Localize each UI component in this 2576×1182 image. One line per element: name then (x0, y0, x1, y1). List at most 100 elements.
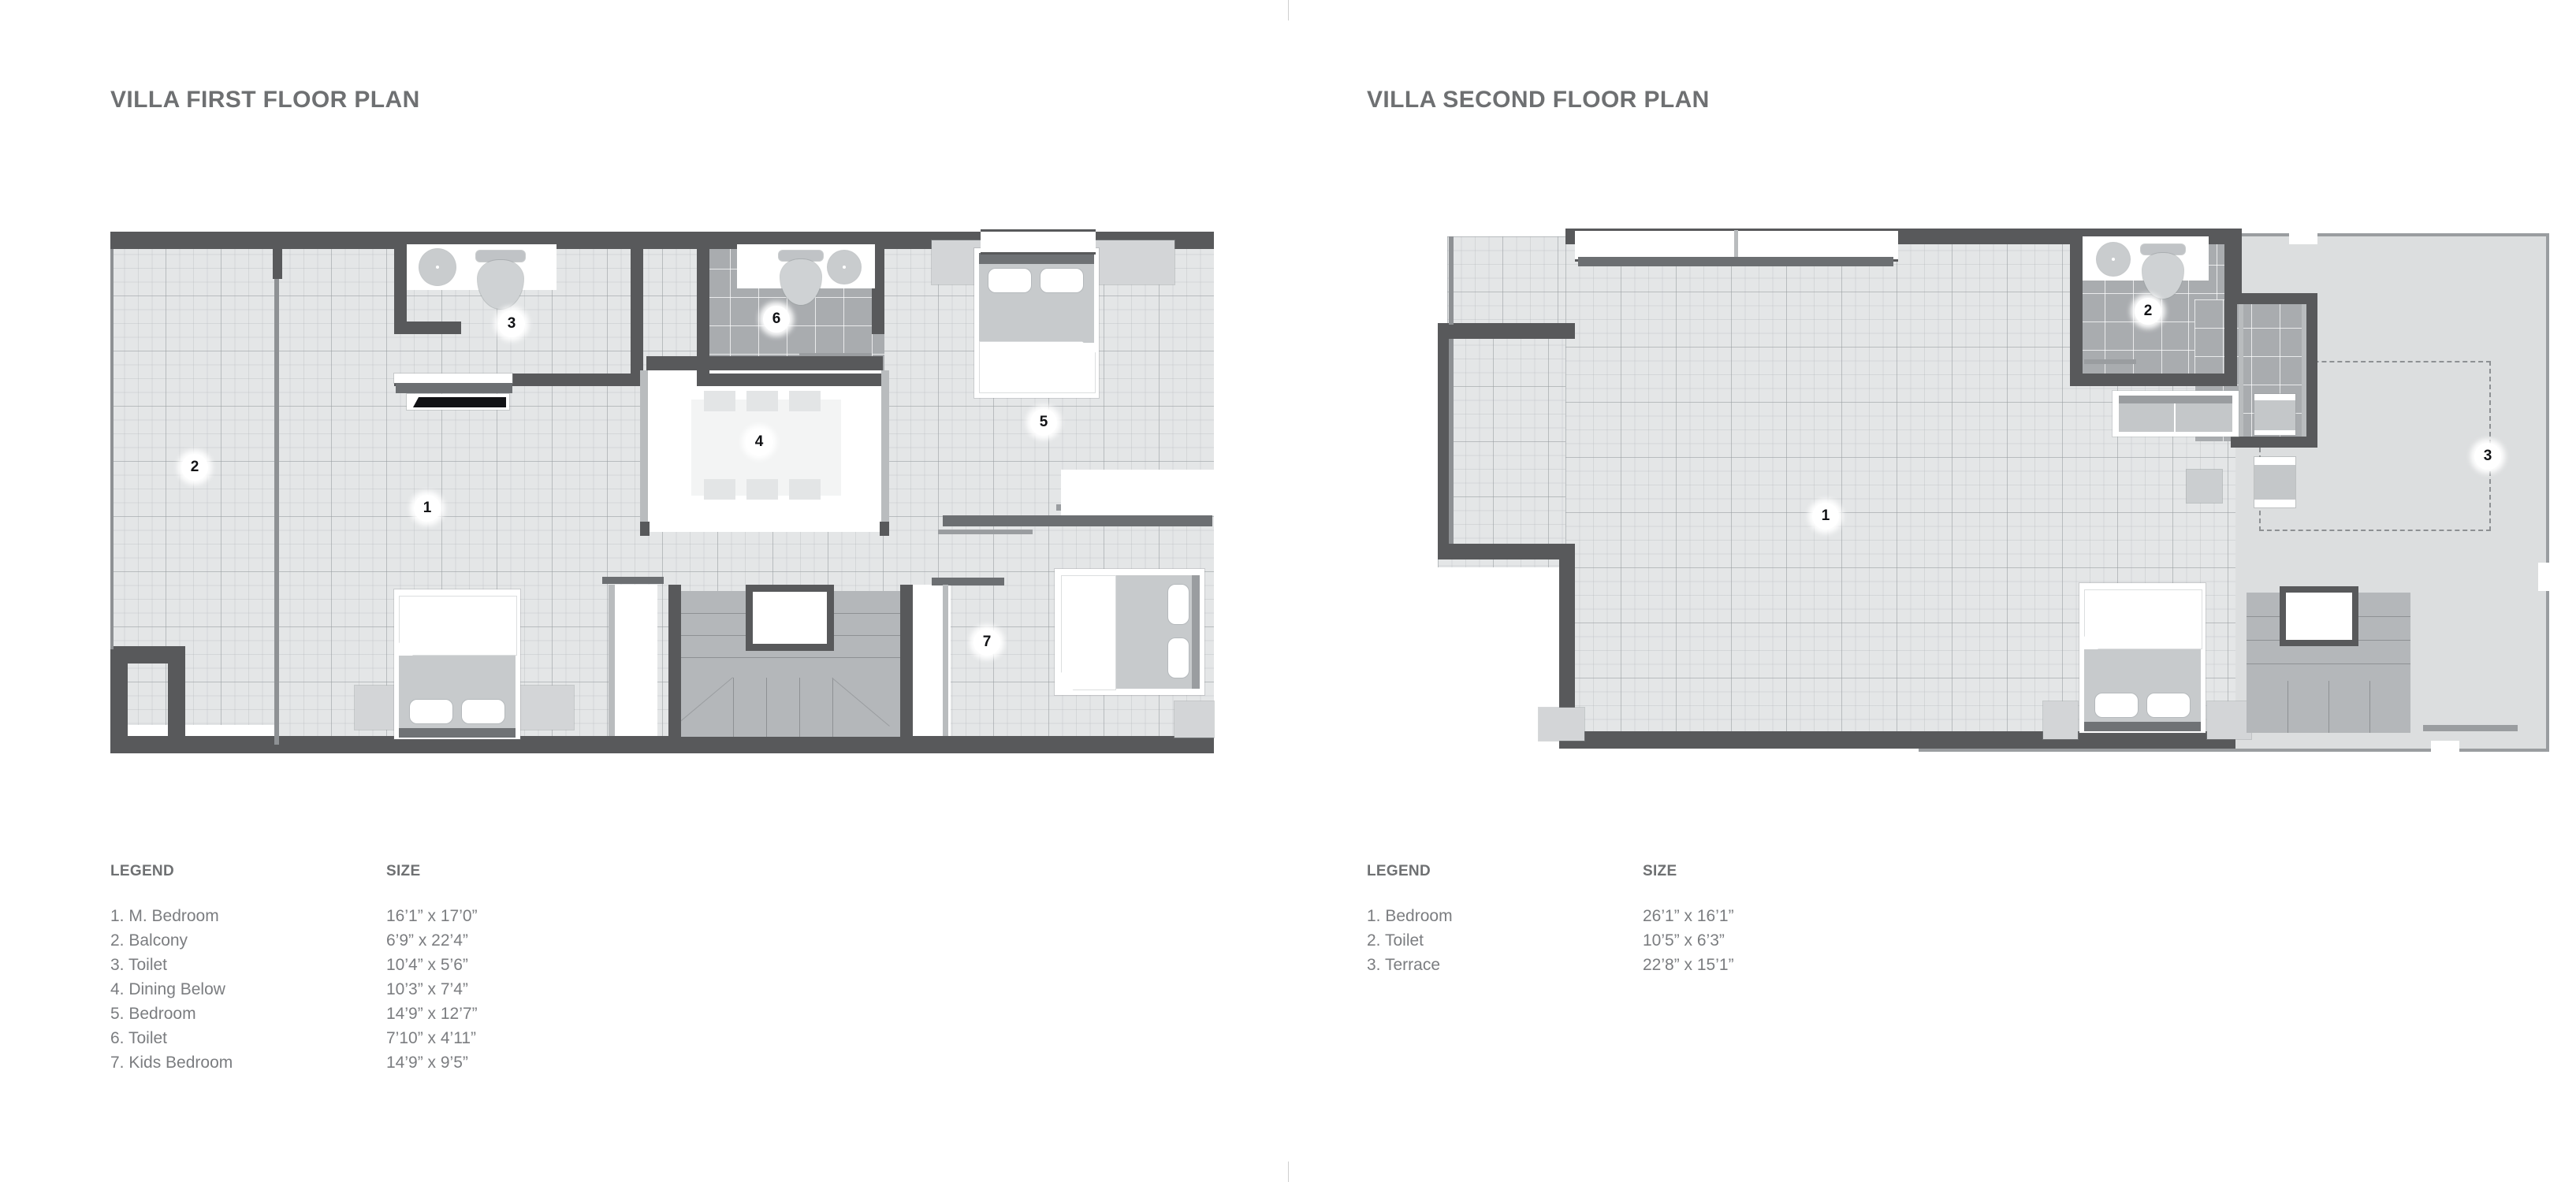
legend-row: 7. Kids Bedroom 14’9” x 9’5” (110, 1054, 478, 1078)
dining-chair-1 (704, 391, 735, 411)
legend-row: 3. Terrace 22’8” x 15’1” (1367, 956, 1734, 980)
second-pillow-left (2095, 693, 2138, 717)
legend-room-size: 10’5” x 6’3” (1643, 931, 1725, 950)
bedroom-5-window (981, 229, 1096, 255)
bedroom-5-pillow-left (988, 269, 1031, 292)
legend-room-name: 4. Dining Below (110, 980, 225, 998)
first-floor-drawing: 2 3 1 6 4 5 7 (110, 229, 1214, 753)
master-duvet (399, 596, 517, 656)
legend-room-size: 10’3” x 7’4” (386, 980, 468, 998)
second-duvet (2084, 589, 2202, 649)
second-wall-left-glazing (1449, 236, 1454, 325)
kids-bed (1055, 569, 1204, 695)
toilet-2-wall-left (2070, 229, 2083, 386)
second-nightstand-left (1539, 708, 1584, 741)
stair-tread-7 (832, 678, 833, 737)
legend-row: 6. Toilet 7’10” x 4’11” (110, 1029, 478, 1054)
stair-winder-left (675, 677, 733, 727)
staircase-wall-left (668, 585, 681, 739)
armchair-bottom-seat (2254, 465, 2295, 500)
terrace-gap-top (2289, 233, 2317, 244)
sofa-backrest (2119, 396, 2232, 403)
terrace-lobby-wall-top (2231, 229, 2242, 304)
stair-tread-5 (766, 678, 767, 737)
size-header-label: SIZE (1643, 863, 1677, 879)
toilet-3-basin-icon (419, 249, 456, 285)
legend-row: 1. Bedroom 26’1” x 16’1” (1367, 907, 1734, 931)
second-wall-left-glazing-lower (1449, 339, 1454, 544)
kids-duvet (1061, 575, 1116, 690)
second-exterior-wall-left-lower (1559, 544, 1575, 741)
toilet-3-wall-right (631, 232, 643, 385)
balcony-notch-wall (110, 646, 185, 663)
second-headboard (2084, 722, 2201, 731)
master-pillow-right (462, 700, 504, 723)
terrace-edge-bottom (1919, 749, 2549, 752)
dining-void-corner-right (880, 522, 889, 536)
balcony-left-railing (110, 249, 114, 649)
kids-headboard (1192, 575, 1200, 689)
legend-row: 1. M. Bedroom 16’1” x 17’0” (110, 907, 478, 931)
toilet-2-wall-bottom (2070, 374, 2237, 386)
bedroom-5-headboard (979, 253, 1094, 264)
bedroom-5-console-ledge (938, 530, 1033, 534)
bedroom-5-closet-right (1096, 240, 1174, 284)
room-badge-5: 5 (1030, 409, 1057, 436)
room-badge-2: 2 (2135, 298, 2161, 325)
legend-rows: 1. M. Bedroom 16’1” x 17’0” 2. Balcony 6… (110, 907, 478, 1078)
toilet-6-tank-icon (779, 251, 823, 261)
legend-row: 3. Toilet 10’4” x 5’6” (110, 956, 478, 980)
legend-room-name: 5. Bedroom (110, 1005, 196, 1023)
bedroom-5-console-end (943, 515, 954, 526)
legend-room-name: 3. Toilet (110, 956, 167, 974)
second-stair-tread-3 (2247, 663, 2410, 664)
master-bed (394, 589, 520, 739)
second-window-mullion (1734, 230, 1738, 257)
second-stairwell-void (2280, 586, 2358, 646)
dining-void-wall-left (640, 370, 648, 532)
sofa-cushion-right (2176, 403, 2232, 432)
second-exterior-wall-upper-step (1438, 323, 1575, 339)
terrace-gap-right (2538, 563, 2549, 591)
toilet-6-shelf (799, 353, 872, 358)
toilet-3-wall-left-return (394, 322, 461, 334)
legend-room-name: 2. Balcony (110, 931, 188, 950)
room-badge-2: 2 (181, 454, 208, 481)
toilet-6-bowl-icon (780, 259, 821, 305)
toilet-2-tank-icon (2141, 244, 2185, 255)
dining-chair-6 (789, 479, 821, 500)
toilet-2-shelf (2084, 359, 2136, 364)
second-exterior-wall-lower-step (1438, 544, 1575, 559)
room-badge-3: 3 (498, 310, 525, 337)
stair-winder-right (832, 678, 890, 727)
room-badge-4: 4 (746, 429, 772, 455)
second-nightstand-a (2043, 701, 2078, 739)
balcony-partition-wall (274, 272, 279, 745)
legend-room-size: 14’9” x 12’7” (386, 1005, 478, 1023)
crop-mark-bottom (1288, 1162, 1289, 1182)
terrace-door-leaf-right (2302, 304, 2306, 437)
legend-room-name: 6. Toilet (110, 1029, 167, 1047)
terrace-gap-bottom (2431, 741, 2459, 752)
legend-row: 2. Balcony 6’9” x 22’4” (110, 931, 478, 956)
toilet-3-wall-left (394, 232, 407, 334)
terrace-lobby-wall-right (2306, 293, 2317, 448)
balcony-notch-wall-vertical (168, 646, 185, 745)
legend-rows: 1. Bedroom 26’1” x 16’1” 2. Toilet 10’5”… (1367, 907, 1734, 980)
legend-room-name: 2. Toilet (1367, 931, 1424, 950)
master-pillow-left (410, 700, 452, 723)
legend-room-size: 16’1” x 17’0” (386, 907, 478, 925)
master-headboard (399, 728, 516, 738)
master-tv-shelf (394, 374, 512, 383)
second-window-sill-left (1578, 257, 1893, 266)
toilet-2-bowl-icon (2142, 253, 2183, 299)
room-badge-1: 1 (1812, 503, 1839, 530)
master-door-swing (615, 585, 657, 736)
first-floor-title: VILLA FIRST FLOOR PLAN (110, 87, 420, 113)
kids-pillow-top (1168, 585, 1189, 624)
coffee-table (2187, 470, 2222, 503)
bedroom-5-bed (974, 248, 1099, 398)
bedroom-5-console (943, 515, 1212, 526)
dining-chair-4 (704, 479, 735, 500)
